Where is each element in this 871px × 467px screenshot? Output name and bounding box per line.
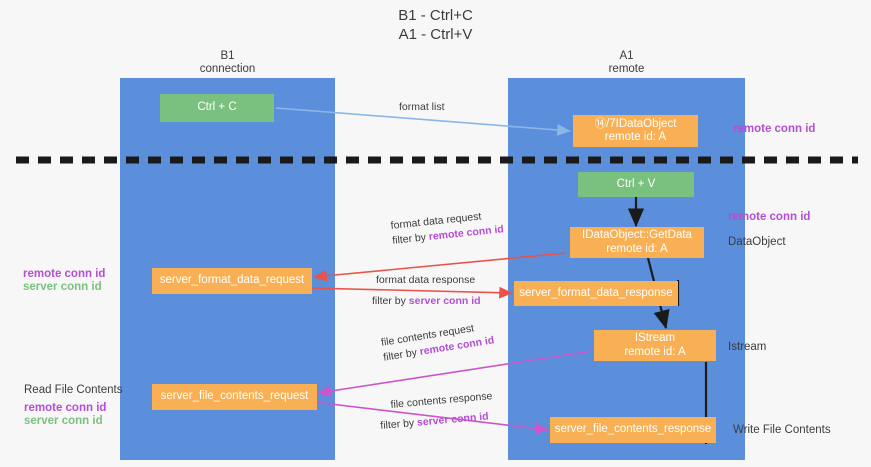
column-header-b1: B1 connection — [199, 50, 256, 75]
column-header-a1: A1 remote — [608, 50, 645, 75]
right-label-remote-conn-id-top: remote conn id — [733, 123, 816, 135]
left-label-server-conn-id-2: server conn id — [24, 415, 103, 427]
box-istream[interactable]: IStream remote id: A — [594, 330, 716, 361]
edge-label-format-list: format list — [399, 101, 445, 113]
filter-key-server-conn-id-2: server conn id — [416, 410, 490, 429]
left-label-server-conn-id: server conn id — [23, 281, 102, 293]
edge-label-format-data-response-filter: filter by server conn id — [372, 294, 481, 309]
right-label-dataobject: DataObject — [728, 236, 786, 248]
box-server-file-contents-response[interactable]: server_file_contents_response — [550, 417, 716, 443]
filter-prefix-2: filter by — [372, 295, 409, 307]
filter-prefix-1: filter by — [391, 231, 430, 247]
filter-prefix-4: filter by — [379, 416, 418, 432]
right-label-remote-conn-id-mid: remote conn id — [728, 211, 811, 223]
diagram-title: B1 - Ctrl+C A1 - Ctrl+V — [398, 7, 473, 43]
box-ctrl-v[interactable]: Ctrl + V — [578, 172, 694, 197]
box-idataobject-getdata[interactable]: IDataObject::GetData remote id: A — [570, 227, 704, 258]
box-idataobject[interactable]: ⑭/7IDataObject remote id: A — [573, 115, 698, 147]
left-label-remote-conn-id: remote conn id — [23, 268, 106, 280]
left-label-read-file-contents: Read File Contents — [24, 384, 123, 396]
box-server-format-data-request[interactable]: server_format_data_request — [152, 268, 312, 294]
right-label-istream: Istream — [728, 341, 767, 353]
edge-label-format-data-response: format data response — [376, 274, 476, 286]
edge-label-file-contents-response-filter: filter by server conn id — [380, 409, 495, 434]
box-server-file-contents-request[interactable]: server_file_contents_request — [152, 384, 317, 410]
right-label-write-file-contents: Write File Contents — [733, 424, 831, 436]
box-server-format-data-response[interactable]: server_format_data_response — [514, 281, 678, 306]
left-label-remote-conn-id-2: remote conn id — [24, 402, 107, 414]
filter-key-server-conn-id-1: server conn id — [408, 295, 481, 307]
box-ctrl-c[interactable]: Ctrl + C — [160, 94, 274, 122]
